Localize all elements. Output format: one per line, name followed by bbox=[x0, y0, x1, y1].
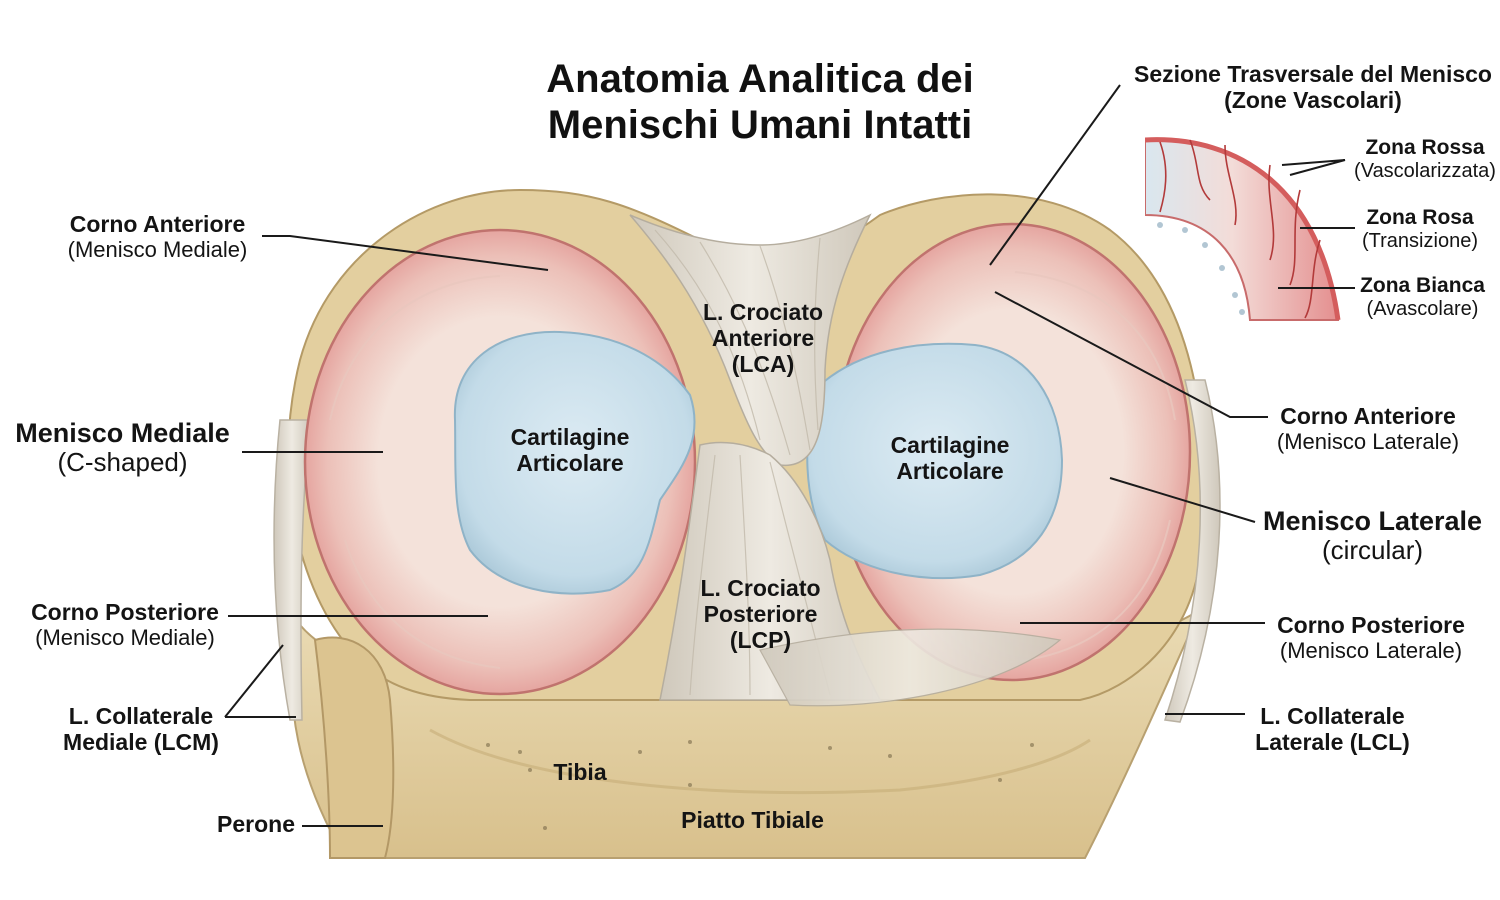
label-anterior-horn-medial: Corno Anteriore (Menisco Mediale) bbox=[67, 211, 248, 262]
label-tibia: Tibia bbox=[553, 759, 607, 785]
label-medial-meniscus: Menisco Mediale (C-shaped) bbox=[15, 418, 230, 478]
label-anterior-horn-lateral: Corno Anteriore (Menisco Laterale) bbox=[1276, 403, 1460, 454]
label-cartilage-left: Cartilagine Articolare bbox=[510, 424, 630, 476]
label-acl: L. Crociato Anteriore (LCA) bbox=[702, 299, 824, 377]
mcl-ligament bbox=[273, 419, 311, 721]
cartilage-left bbox=[453, 330, 696, 595]
label-posterior-horn-medial: Corno Posteriore (Menisco Mediale) bbox=[31, 599, 219, 650]
zone-white-label: Zona Bianca (Avascolare) bbox=[1360, 274, 1485, 320]
diagram-title: Anatomia Analitica dei Menischi Umani In… bbox=[520, 56, 1000, 148]
label-lateral-meniscus: Menisco Laterale (circular) bbox=[1262, 506, 1483, 566]
zone-red-label: Zona Rossa (Vascolarizzata) bbox=[1354, 136, 1496, 182]
title-line-2: Menischi Umani Intatti bbox=[547, 103, 973, 147]
label-posterior-horn-lateral: Corno Posteriore (Menisco Laterale) bbox=[1277, 612, 1465, 663]
label-tibial-plateau: Piatto Tibiale bbox=[681, 807, 824, 833]
fibula-bone bbox=[313, 636, 395, 859]
label-lcl: L. Collaterale Laterale (LCL) bbox=[1255, 703, 1410, 755]
inset-title: Sezione Trasversale del Menisco (Zone Va… bbox=[1134, 61, 1492, 113]
label-cartilage-right: Cartilagine Articolare bbox=[890, 432, 1010, 484]
label-fibula: Perone bbox=[217, 811, 295, 837]
label-mcl: L. Collaterale Mediale (LCM) bbox=[63, 703, 219, 755]
pcl-ligament bbox=[659, 441, 882, 701]
lcl-ligament bbox=[1164, 379, 1221, 723]
leader-lines bbox=[224, 84, 1355, 827]
zone-pink-label: Zona Rosa (Transizione) bbox=[1362, 206, 1478, 252]
label-pcl: L. Crociato Posteriore (LCP) bbox=[700, 575, 821, 653]
vascular-zones-inset bbox=[1145, 137, 1341, 321]
title-line-1: Anatomia Analitica dei bbox=[546, 57, 974, 101]
